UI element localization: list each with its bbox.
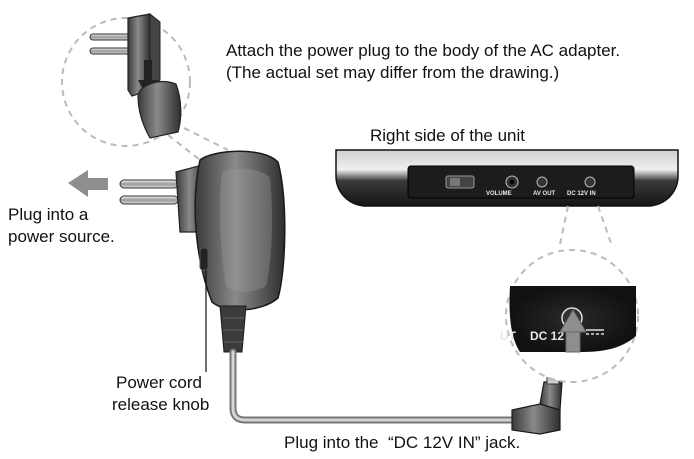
dc-jack-label: Plug into the “DC 12V IN” jack.: [284, 433, 521, 452]
attach-detail-circle: [61, 17, 191, 147]
right-side-label: Right side of the unit: [370, 126, 525, 145]
adapter-top-fragment: [137, 81, 182, 139]
cord-knob-label-line1: Power cord: [116, 373, 202, 392]
panel-dc-in-label: DC 12V IN: [567, 191, 596, 197]
zoom-dc-label: DC 12: [530, 329, 564, 343]
panel-av-out-label: AV OUT: [533, 191, 556, 197]
attach-instruction-line2: (The actual set may differ from the draw…: [226, 63, 560, 82]
cord-knob-label-line2: release knob: [112, 395, 210, 414]
arrow-left-icon: [68, 170, 108, 197]
ac-adapter-icon: [119, 150, 286, 353]
plug-into-label-line1: Plug into a: [8, 205, 89, 224]
attach-instruction-line1: Attach the power plug to the body of the…: [226, 41, 621, 60]
unit-side-view: VOLUME AV OUT DC 12V IN: [335, 149, 679, 207]
plug-into-label-line2: power source.: [8, 227, 115, 246]
arrow-up-icon: [559, 309, 587, 353]
zoom-ut-label: UT: [500, 329, 517, 343]
power-cord: [229, 348, 524, 424]
panel-volume-label: VOLUME: [486, 191, 512, 197]
